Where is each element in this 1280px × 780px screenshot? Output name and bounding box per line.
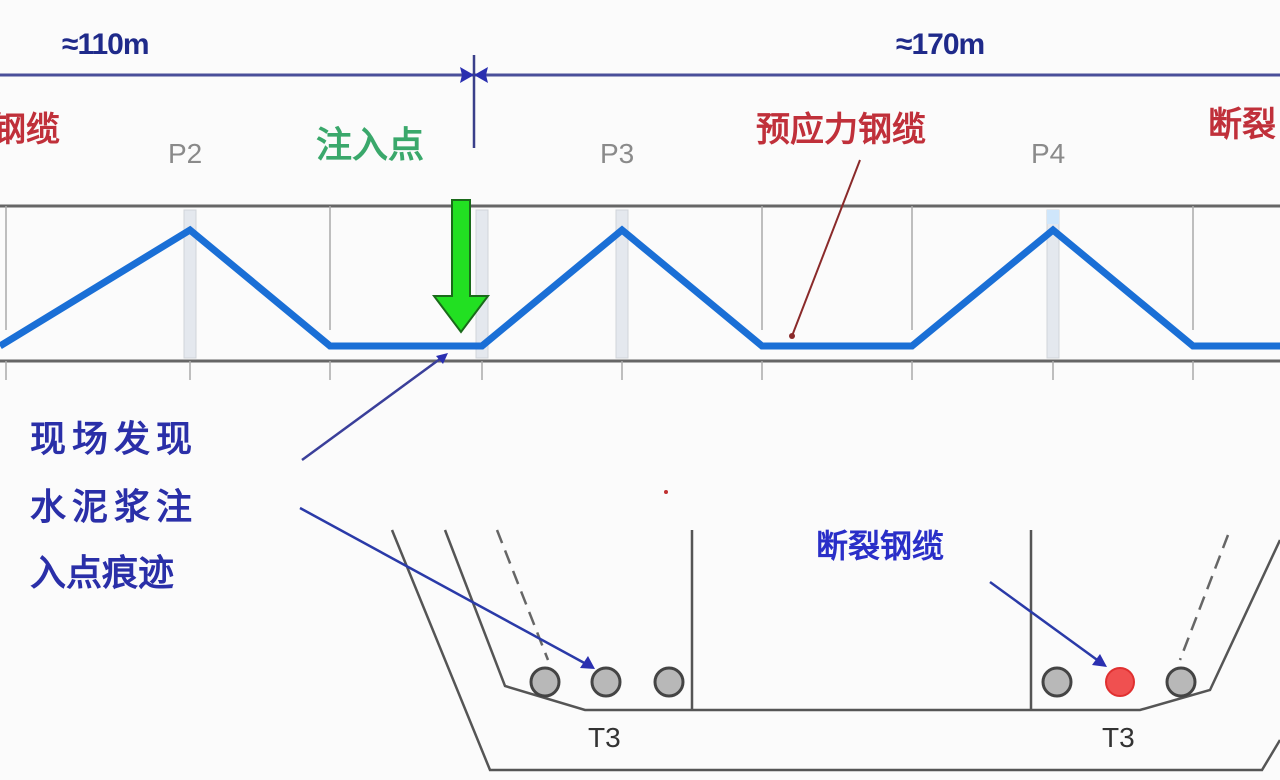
- section-label-left: T3: [588, 722, 621, 753]
- pier-p3: P3: [600, 138, 635, 169]
- leader-arrowhead-icon: [1092, 654, 1107, 667]
- leader-broken: [989, 580, 1101, 664]
- injection-arrow-icon: [432, 199, 490, 334]
- prestressed-tendon: [0, 225, 1280, 350]
- label-broken-cable: 断裂钢缆: [816, 527, 945, 565]
- label-injection-point: 注入点: [316, 125, 425, 166]
- leader-prestressed: [791, 159, 861, 337]
- dimension-right: ≈170m: [896, 28, 985, 61]
- dim-arrow-right-icon: [474, 67, 488, 83]
- station-lines: [5, 206, 1194, 380]
- label-left-cut: 钢缆: [0, 110, 60, 150]
- leader-finding-bottom: [299, 506, 589, 667]
- leader-dot: [789, 333, 795, 339]
- label-finding-line1: 现场发现: [30, 419, 199, 460]
- label-finding-line3: 入点痕迹: [30, 553, 175, 594]
- cross-section: [390, 529, 1280, 772]
- leader-finding-top: [301, 354, 445, 462]
- dim-arrow-left-icon: [460, 67, 474, 83]
- stray-dot: [664, 490, 668, 494]
- pier-cap: [1047, 210, 1059, 224]
- section-label-right: T3: [1102, 722, 1135, 753]
- leader-arrowhead-icon: [580, 656, 595, 669]
- label-finding-line2: 水泥浆注: [30, 487, 199, 528]
- pier-p2: P2: [168, 138, 203, 169]
- pier-columns: [183, 209, 1060, 359]
- broken-cable-marker: [1105, 667, 1135, 697]
- leader-arrowhead-icon: [436, 353, 448, 364]
- pier-p4: P4: [1031, 138, 1066, 169]
- cables: [529, 666, 1197, 698]
- label-prestressed-cable: 预应力钢缆: [756, 110, 926, 150]
- label-right-cut: 断裂: [1208, 105, 1276, 145]
- dimension-left: ≈110m: [62, 28, 150, 61]
